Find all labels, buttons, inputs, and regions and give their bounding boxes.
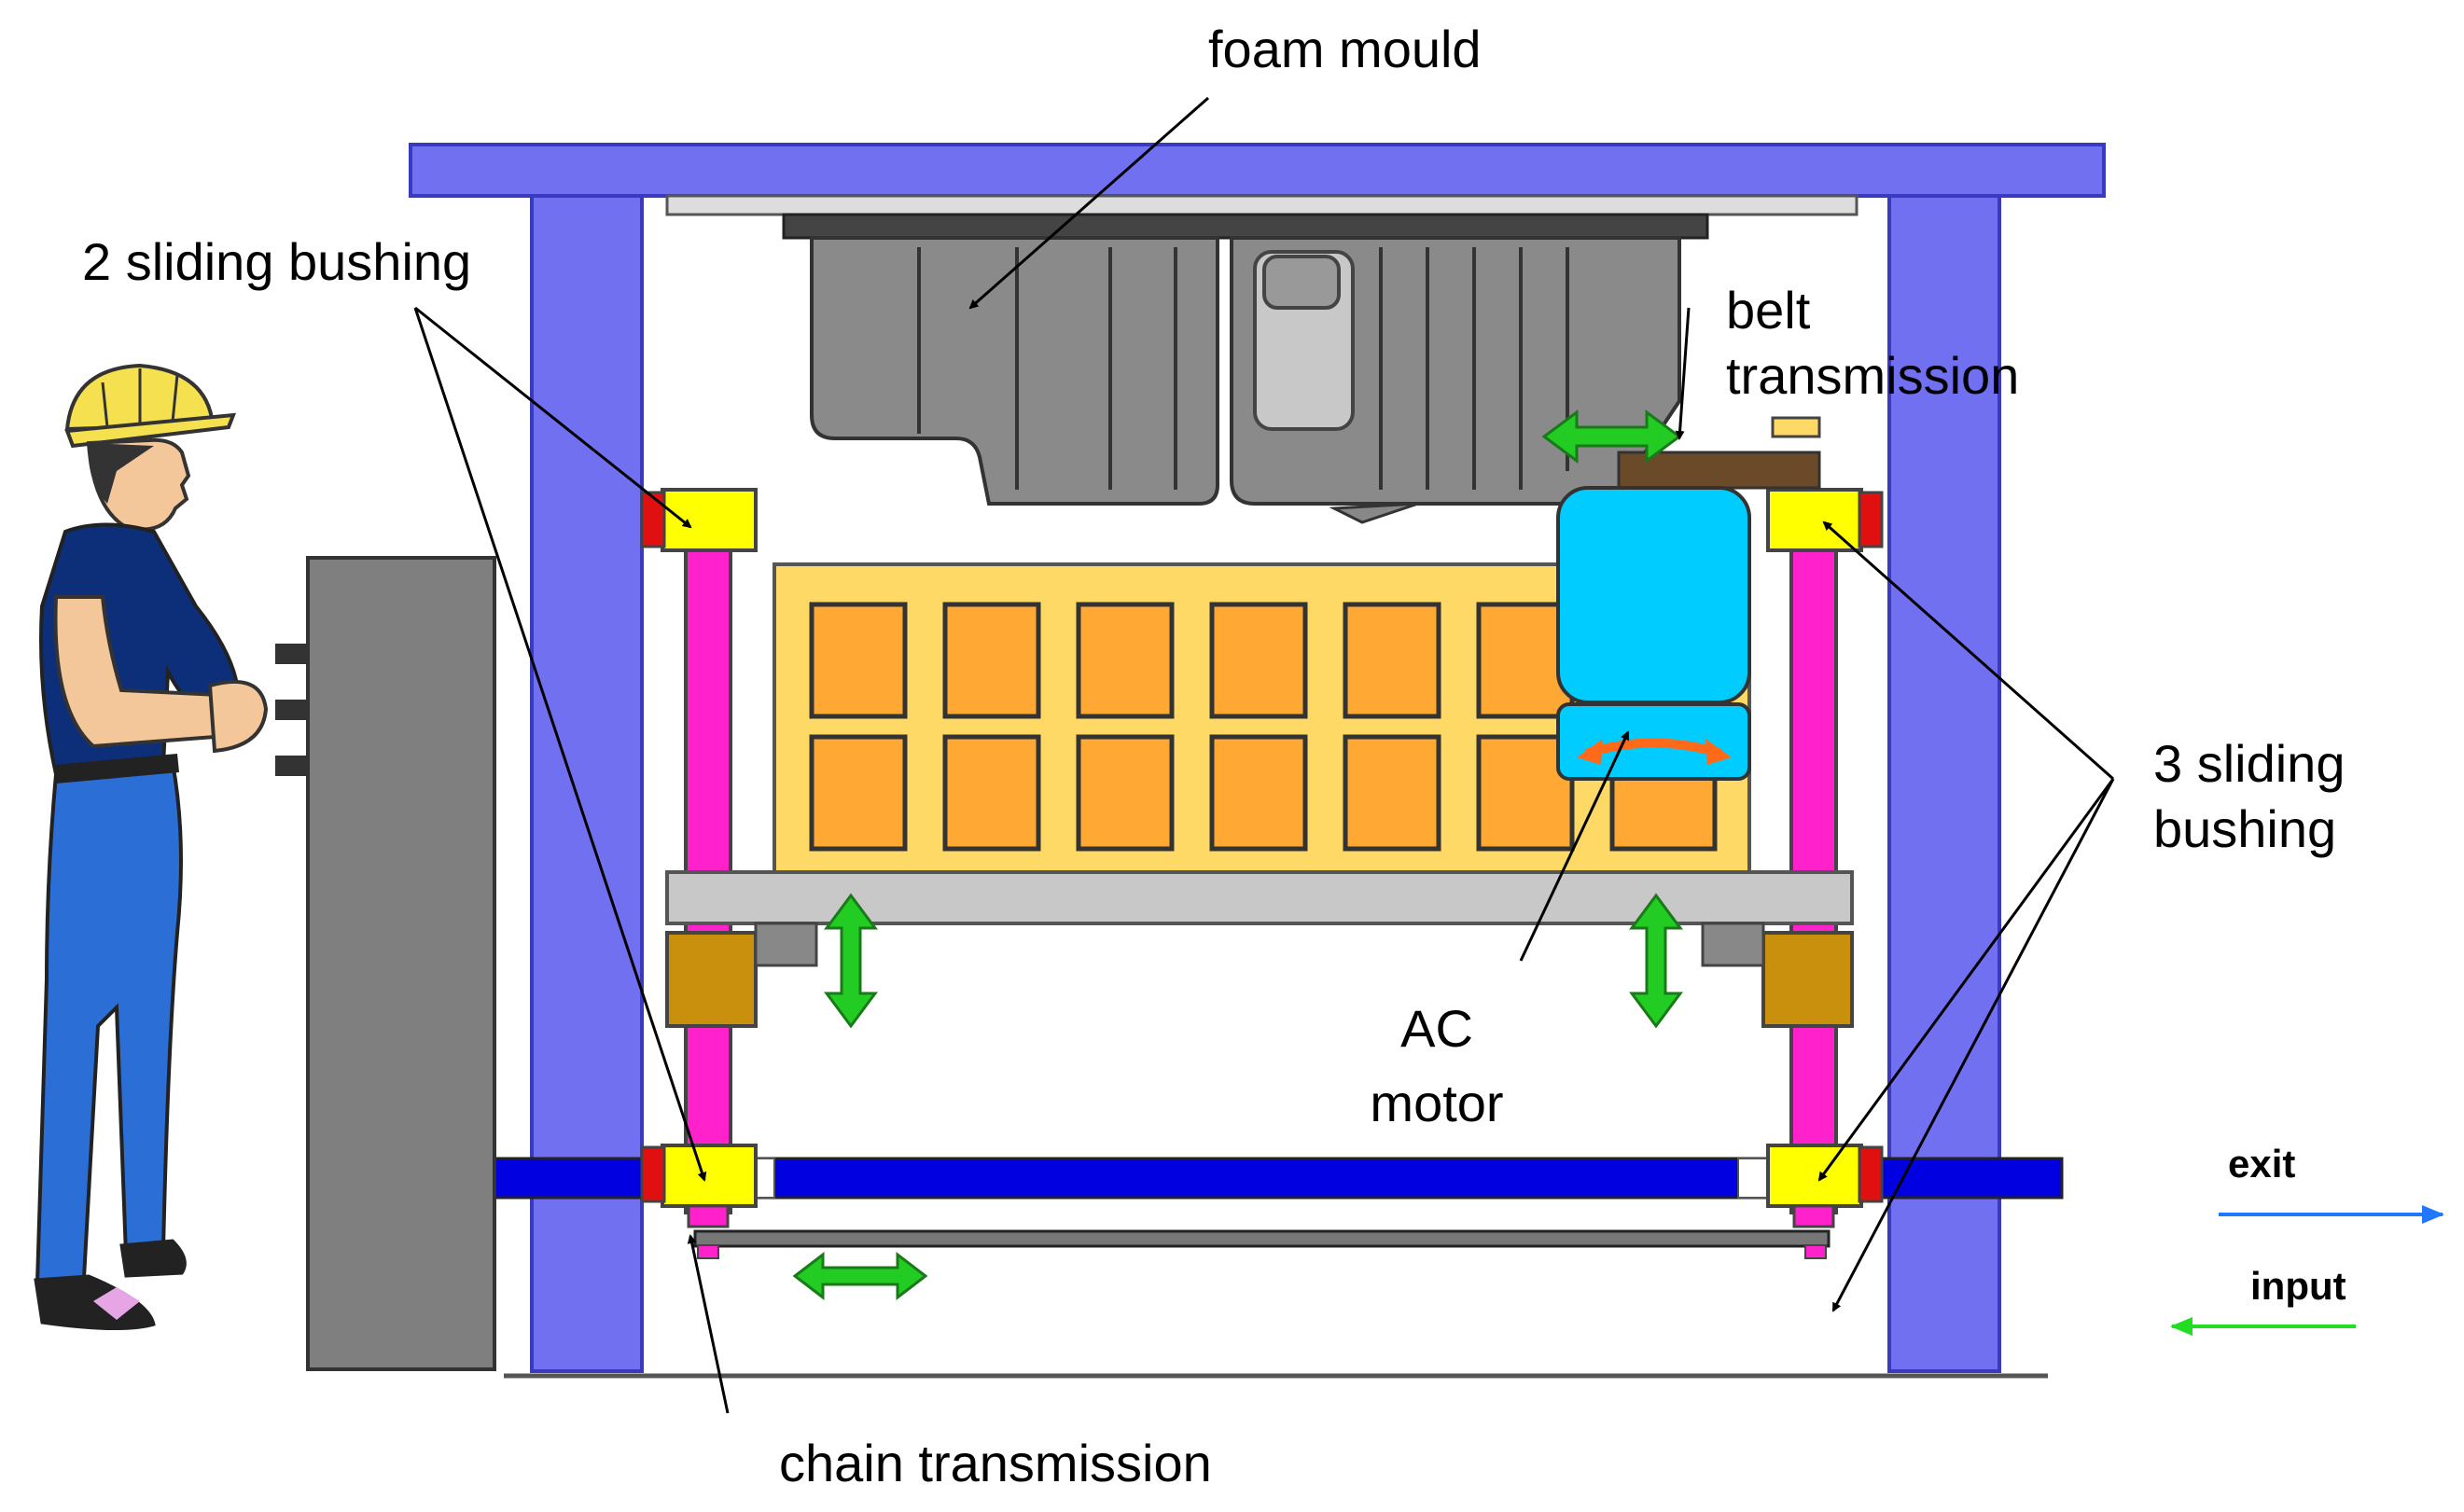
leader-lines bbox=[413, 96, 2115, 1414]
leader-3-bushing-mid bbox=[1817, 778, 2115, 1182]
rotation-arrowhead-left bbox=[1577, 739, 1603, 765]
label-3-sliding: 3 sliding bbox=[2153, 734, 2345, 793]
left-column-foot bbox=[687, 1204, 730, 1228]
right-brown-block bbox=[1761, 931, 1854, 1028]
worker-fist bbox=[207, 679, 269, 754]
double-arrow-icon bbox=[1629, 893, 1683, 1029]
orange-cells bbox=[809, 602, 1718, 852]
foam-mould-left bbox=[810, 236, 1219, 506]
worker-hair bbox=[88, 443, 154, 504]
ac-motor-assembly bbox=[1556, 416, 1821, 781]
label-input: input bbox=[2250, 1264, 2346, 1308]
control-panel bbox=[275, 556, 496, 1371]
control-box bbox=[306, 556, 496, 1371]
right-guide-column bbox=[1761, 488, 1884, 1214]
cell bbox=[942, 734, 1041, 852]
label-transmission: transmission bbox=[1726, 346, 2019, 405]
right-bottom-bushing bbox=[1766, 1144, 1863, 1208]
chain-end-right bbox=[1804, 1244, 1827, 1259]
grey-tab-left bbox=[754, 922, 818, 967]
mould-knob bbox=[1262, 255, 1341, 310]
worker-belt bbox=[54, 754, 179, 784]
label-2-sliding-bushing: 2 sliding bushing bbox=[82, 232, 471, 291]
worker-shoe-highlight bbox=[93, 1287, 140, 1320]
worker-figure bbox=[34, 363, 269, 1331]
cell bbox=[809, 602, 908, 719]
mould-lid bbox=[782, 213, 1709, 240]
cell bbox=[1343, 602, 1441, 719]
label-exit: exit bbox=[2228, 1142, 2295, 1186]
label-mask-ac bbox=[1334, 961, 1521, 981]
control-knob bbox=[275, 644, 308, 664]
worker-trousers bbox=[35, 760, 183, 1285]
label-motor: motor bbox=[1370, 1074, 1503, 1132]
worker-shoe-left bbox=[119, 1239, 187, 1278]
label-ac: AC bbox=[1400, 999, 1473, 1058]
control-knob bbox=[275, 700, 308, 720]
right-bottom-bushing-red bbox=[1858, 1145, 1884, 1203]
leader-3-bushing-low bbox=[1831, 778, 2115, 1312]
cell bbox=[1076, 734, 1175, 852]
left-brown-block bbox=[665, 931, 758, 1028]
left-bottom-bushing bbox=[661, 1144, 758, 1208]
upper-plate bbox=[665, 194, 1858, 216]
chain bbox=[693, 1229, 1831, 1248]
mould-ribs-left bbox=[917, 247, 1177, 490]
leader-ac-motor bbox=[1519, 730, 1630, 962]
leader-chain bbox=[687, 1234, 730, 1414]
right-top-bushing-red bbox=[1858, 491, 1884, 548]
leader-belt bbox=[1675, 307, 1691, 440]
cell bbox=[1076, 602, 1175, 719]
left-bottom-bushing-red bbox=[640, 1145, 666, 1203]
chain-end-left bbox=[697, 1244, 719, 1259]
leader-3-bushing-top bbox=[1822, 520, 2114, 781]
left-top-bushing-red bbox=[640, 491, 666, 548]
control-knob bbox=[275, 756, 308, 776]
double-arrow-icon bbox=[824, 893, 878, 1029]
cell bbox=[1209, 734, 1308, 852]
labels: foam mould 2 sliding bushing belt transm… bbox=[82, 20, 2346, 1492]
left-top-bushing bbox=[661, 488, 758, 552]
top-beam bbox=[409, 143, 2106, 198]
right-column-foot bbox=[1792, 1204, 1835, 1228]
rail-gap-right bbox=[1737, 1158, 1769, 1199]
label-chain-transmission: chain transmission bbox=[779, 1434, 1212, 1492]
bottom-rail-assembly bbox=[493, 1144, 2064, 1259]
cell bbox=[1343, 734, 1441, 852]
cell bbox=[942, 602, 1041, 719]
cell bbox=[1476, 734, 1575, 852]
mould-spout bbox=[1329, 502, 1419, 524]
double-arrow-icon bbox=[792, 1251, 928, 1301]
leader-2-bushing-bottom bbox=[413, 307, 707, 1182]
pulley bbox=[1771, 416, 1821, 438]
left-guide-column bbox=[640, 488, 758, 1214]
ac-motor-body bbox=[1556, 486, 1751, 704]
label-belt: belt bbox=[1726, 281, 1811, 340]
cell bbox=[1209, 602, 1308, 719]
leader-2-bushing-top bbox=[414, 306, 692, 529]
grey-tab-right bbox=[1701, 922, 1765, 967]
rotation-arrowhead-right bbox=[1705, 739, 1732, 765]
leader-foam-mould bbox=[968, 96, 1209, 310]
label-bushing: bushing bbox=[2153, 799, 2336, 858]
mould-ribs-right bbox=[1379, 247, 1569, 490]
label-foam-mould: foam mould bbox=[1208, 20, 1482, 78]
hard-hat-icon bbox=[64, 363, 237, 449]
cell bbox=[809, 734, 908, 852]
worker-arm bbox=[53, 595, 222, 749]
motion-arrows bbox=[792, 409, 1683, 1301]
